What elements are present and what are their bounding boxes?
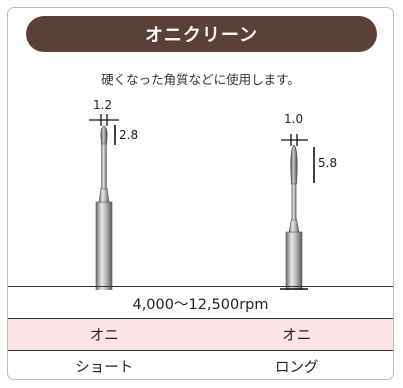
table-row: ショート ロング: [8, 350, 393, 379]
short-bur: [95, 125, 113, 290]
table-cell: ショート: [75, 360, 134, 376]
product-title-banner: オニクリーン: [26, 16, 377, 52]
bur-illustration: 1.2 2.8 1.0 5.8: [8, 92, 393, 290]
short-bur-diameter-label: 1.2: [93, 98, 113, 112]
rotation-speed-value: 4,000〜12,500rpm: [132, 296, 269, 313]
product-description: 硬くなった角質などに使用します。: [101, 72, 300, 87]
product-card: オニクリーン 硬くなった角質などに使用します。: [7, 7, 394, 380]
short-bur-length-label: 2.8: [119, 128, 139, 142]
rotation-speed: 4,000〜12,500rpm: [8, 286, 393, 319]
bur-drawing: [89, 114, 315, 290]
table-row: オニ オニ: [8, 318, 393, 350]
table-cell: ロング: [275, 360, 319, 376]
short-bur-diameter-mark: [89, 114, 119, 126]
long-bur-length-label: 5.8: [318, 156, 338, 170]
long-bur-diameter-label: 1.0: [284, 112, 304, 126]
table-cell: オニ: [89, 328, 119, 344]
table-cell: オニ: [282, 328, 312, 344]
long-bur: [280, 144, 308, 290]
product-title: オニクリーン: [144, 25, 259, 46]
spec-table: オニ オニ ショート ロング: [8, 318, 393, 379]
long-bur-diameter-mark: [281, 134, 308, 146]
